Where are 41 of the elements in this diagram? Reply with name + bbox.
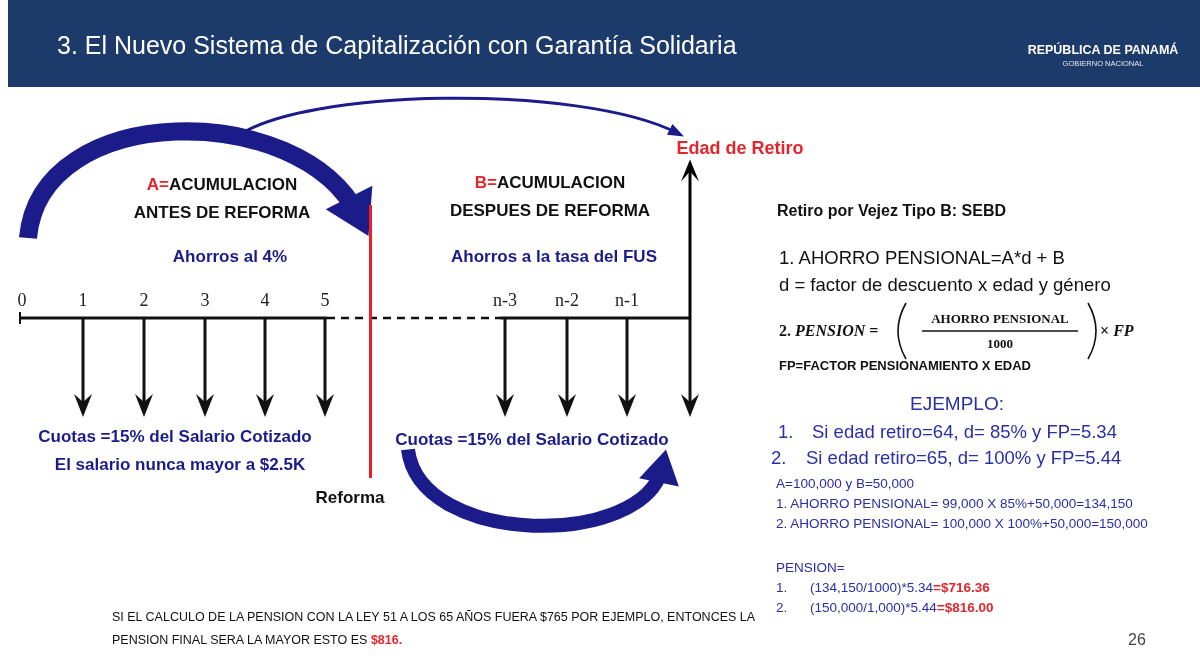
formula-text: 2. PENSION =	[779, 321, 879, 341]
retirement-arrow	[681, 159, 699, 319]
contribution-note: Cuotas =15% del Salario Cotizado	[38, 425, 312, 447]
example-item: 2. Si edad retiro=65, d= 100% y FP=5.44	[771, 445, 1122, 469]
formula-text: × FP	[1100, 321, 1134, 341]
fraction-numerator: AHORRO PENSIONAL	[931, 311, 1069, 327]
tick-label: 4	[260, 288, 270, 312]
formula-line: 1. AHORRO PENSIONAL=A*d + B	[779, 245, 1065, 269]
rate-note: Ahorros al 4%	[172, 245, 288, 267]
footnote: SI EL CALCULO DE LA PENSION CON LA LEY 51 A LOS 65 AÑOS FUERA $765 POR EJEMPLO, ENTONCES LA PENSION FINAL SERA LA MAYOR ESTO ES $816.	[112, 609, 756, 649]
tick-label: 5	[320, 288, 330, 312]
tick-label: n-1	[615, 288, 639, 312]
fraction-denominator: 1000	[987, 336, 1013, 352]
calculation-line: PENSION=	[776, 558, 845, 576]
tick-label: 2	[139, 288, 149, 312]
calculation-line: 1. AHORRO PENSIONAL= 99,000 X 85%+50,000=134,150	[776, 494, 1133, 512]
slide-title: 3. El Nuevo Sistema de Capitalización con Garantía Solidaria	[57, 29, 737, 61]
rate-note: Ahorros a la tasa del FUS	[451, 245, 657, 267]
line-label: Reforma	[315, 487, 385, 508]
calculation-line: A=100,000 y B=50,000	[776, 474, 915, 492]
calculation-line: 2. (150,000/1,000)*5.44=$816.00	[776, 598, 994, 616]
calculation-line: 2. AHORRO PENSIONAL= 100,000 X 100%+50,000=150,000	[776, 514, 1148, 532]
definition-line: d = factor de descuento x edad y género	[779, 272, 1111, 296]
example-item: 1. Si edad retiro=64, d= 85% y FP=5.34	[778, 419, 1117, 443]
definition-line: FP=FACTOR PENSIONAMIENTO X EDAD	[779, 358, 1031, 374]
country-name: REPÚBLICA DE PANAMÁ	[1027, 42, 1179, 58]
calculation-line: 1. (134,150/1000)*5.34=$716.36	[776, 578, 990, 596]
page-number: 26	[1128, 630, 1146, 650]
contribution-label: Cuotas =15% del Salario Cotizado	[395, 428, 669, 450]
tick-label: n-3	[493, 288, 517, 312]
section-heading: B=ACUMULACION DESPUES DE REFORMA	[448, 172, 652, 222]
tick-label: 3	[200, 288, 210, 312]
salary-note: El salario nunca mayor a $2.5K	[54, 453, 306, 475]
example-heading: EJEMPLO:	[910, 392, 1004, 416]
tick-label: n-2	[555, 288, 579, 312]
target-label: Edad de Retiro	[676, 136, 804, 160]
curved-arrow	[19, 122, 372, 241]
tick-label: 1	[78, 288, 88, 312]
section-heading: Retiro por Vejez Tipo B: SEBD	[777, 201, 1007, 221]
section-heading: A=ACUMULACION ANTES DE REFORMA	[132, 174, 312, 224]
tick-label: 0	[17, 288, 27, 312]
